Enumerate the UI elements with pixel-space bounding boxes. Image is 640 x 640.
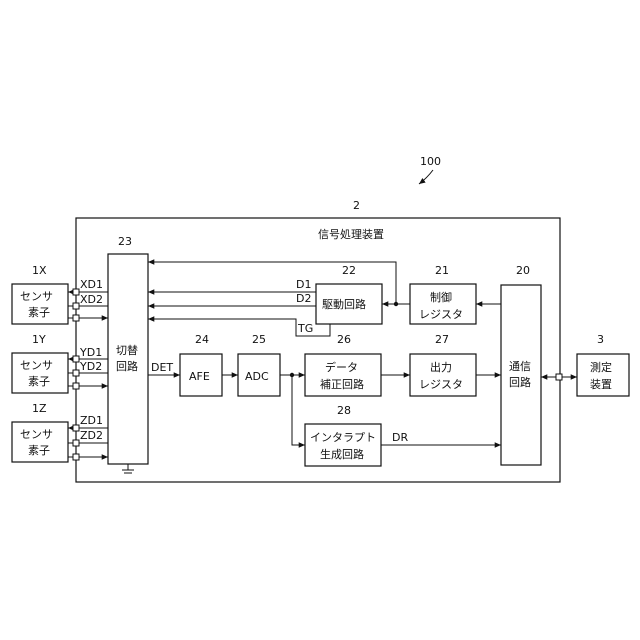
sensor-label: 素子 [28,444,50,457]
switch-label: 切替 [116,343,138,357]
reference-arrow [419,170,433,184]
signal-label-yd1: YD1 [79,346,102,359]
correction-label: 補正回路 [320,378,364,391]
switch-number: 23 [118,235,132,248]
signal-label-xd1: XD1 [80,278,103,291]
sensor-number: 1Z [32,402,47,415]
signal-label-d1: D1 [296,278,311,291]
sensor-label: センサ [20,359,53,372]
correction-label: データ [325,360,358,374]
signal-label-det: DET [151,361,173,374]
adc-number: 25 [252,333,266,346]
afe-label: AFE [189,370,210,383]
sensor-label: センサ [20,290,53,303]
correction-number: 26 [337,333,351,346]
device-title: 信号処理装置 [318,228,384,241]
comm-number: 20 [516,264,530,277]
interrupt-label: インタラプト [310,431,376,444]
sensor-number: 1Y [32,333,46,346]
measure-label: 測定 [590,360,612,374]
output-register-number: 27 [435,333,449,346]
sensor-label: センサ [20,428,53,441]
drive-label: 駆動回路 [322,297,366,311]
signal-label-d2: D2 [296,292,311,305]
switch-label: 回路 [116,360,138,373]
sensor-label: 素子 [28,375,50,388]
comm-label: 回路 [509,376,531,389]
afe-number: 24 [195,333,209,346]
comm-label: 通信 [509,360,531,373]
control-register-number: 21 [435,264,449,277]
signal-label-zd2: ZD2 [80,429,103,442]
interrupt-number: 28 [337,404,351,417]
signal-label-tg: TG [297,322,313,335]
sensor-number: 1X [32,264,47,277]
drive-number: 22 [342,264,356,277]
measure-number: 3 [597,333,604,346]
adc-label: ADC [245,370,269,383]
sensor-1z: 1Z センサ 素子 [12,402,68,462]
signal-label-zd1: ZD1 [80,414,103,427]
sensor-1x: 1X センサ 素子 [12,264,68,324]
signal-label-xd2: XD2 [80,293,103,306]
signal-label-yd2: YD2 [79,360,102,373]
comm-box [501,285,541,465]
output-register-label: 出力 [430,360,452,374]
sensor-1y: 1Y センサ 素子 [12,333,68,393]
reference-numeral: 100 [420,155,441,168]
measure-label: 装置 [590,378,612,391]
switch-circuit-box [108,254,148,464]
control-register-label: レジスタ [419,308,463,321]
signal-label-dr: DR [392,431,408,444]
interrupt-label: 生成回路 [320,447,364,461]
device-number: 2 [353,199,360,212]
control-register-label: 制御 [430,290,452,304]
output-register-label: レジスタ [419,378,463,391]
sensor-label: 素子 [28,306,50,319]
